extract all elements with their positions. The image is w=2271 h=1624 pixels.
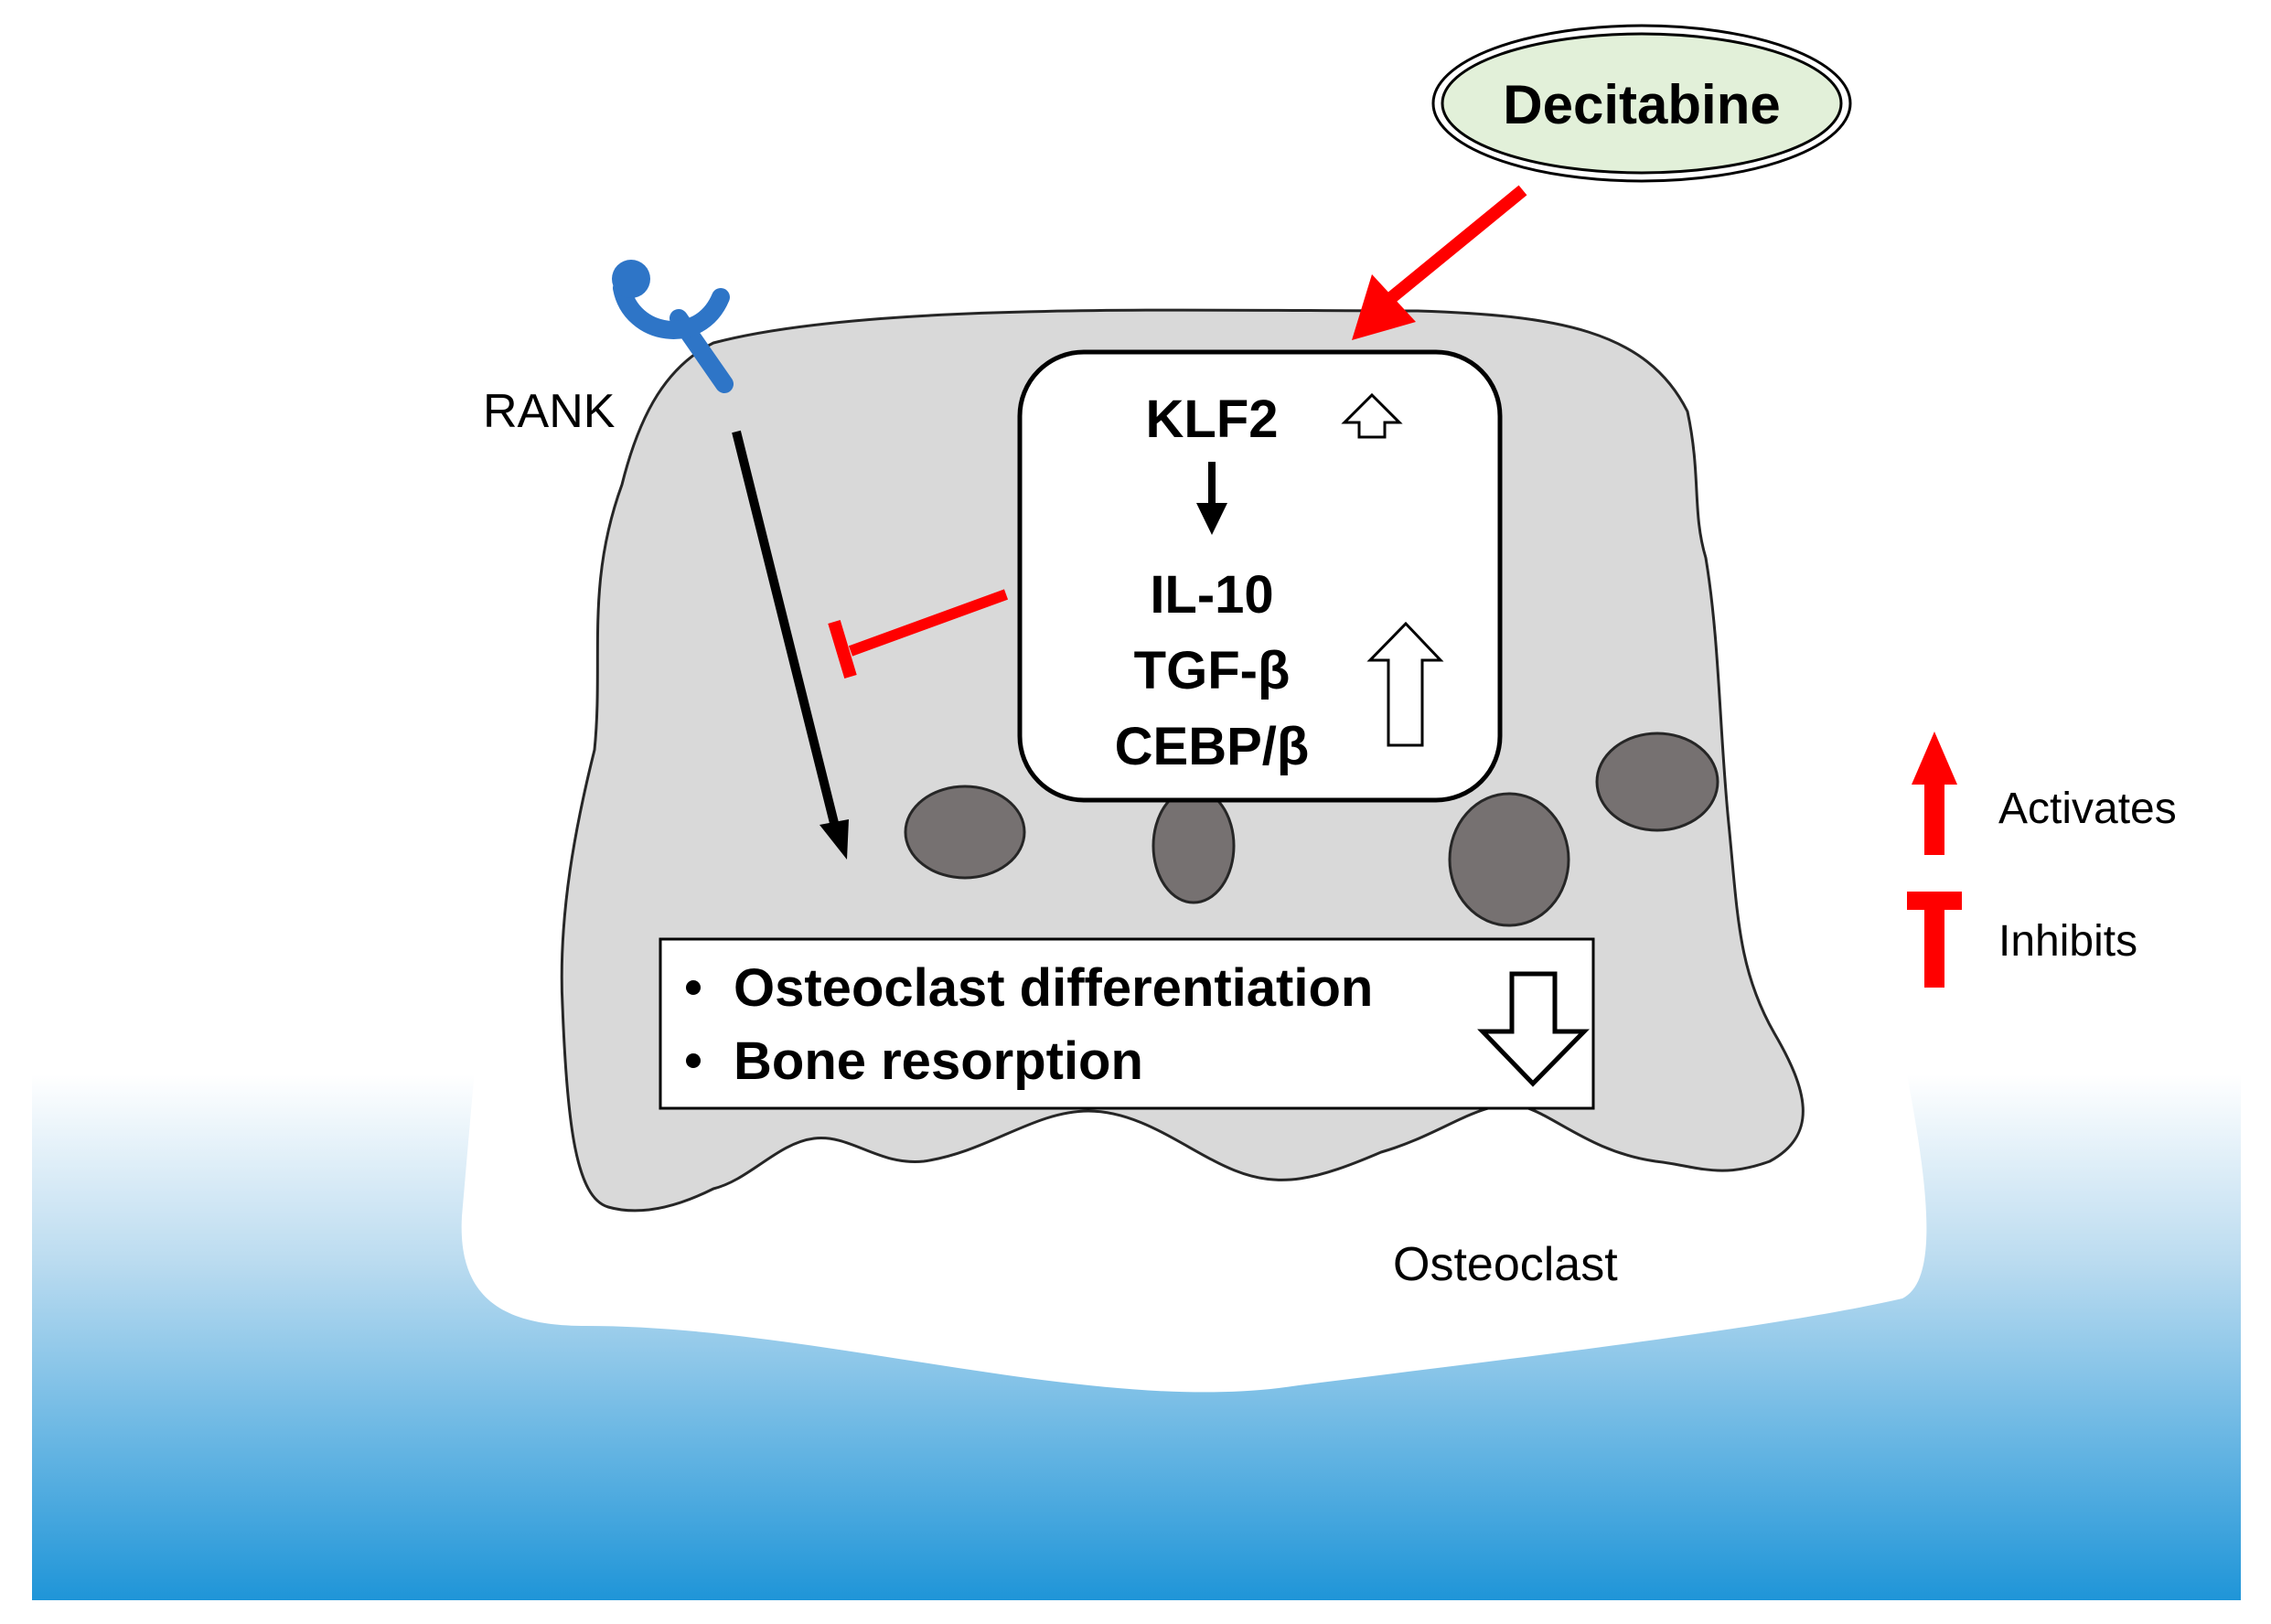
- decitabine-activation-arrow: [1387, 185, 1527, 303]
- cytokine-inhibition-line: [848, 589, 1009, 657]
- decitabine-activation-arrowhead: [1352, 274, 1416, 340]
- bullet: [686, 1053, 701, 1068]
- osteoclast-label: Osteoclast: [1393, 1238, 1618, 1291]
- nucleus: [1595, 732, 1719, 832]
- pathway-box: [1017, 349, 1503, 803]
- cytokine-inhibition-bar: [828, 619, 857, 679]
- cytokine-label: IL-10: [1150, 565, 1273, 625]
- decitabine-label: Decitabine: [1503, 74, 1780, 135]
- rank-signal-arrowhead: [819, 819, 849, 860]
- outcome-item: Osteoclast differentiation: [734, 958, 1373, 1018]
- cytokine-label: CEBP/β: [1115, 717, 1310, 776]
- legend-activates-arrowhead: [1912, 732, 1957, 785]
- outcome-item: Bone resorption: [734, 1031, 1143, 1091]
- nucleus: [1448, 792, 1570, 927]
- decitabine-node-inner: [1441, 32, 1843, 175]
- cytokine-label: TGF-β: [1134, 641, 1291, 700]
- cytokines-increase-arrow-icon: [1366, 621, 1444, 747]
- legend-inhibits-label: Inhibits: [1998, 917, 2137, 966]
- outcomes-decrease-arrow-icon: [1477, 971, 1590, 1087]
- klf2-to-cytokines-arrowhead: [1196, 503, 1227, 535]
- rank-signal-arrow: [732, 430, 839, 825]
- klf2-label: KLF2: [1146, 390, 1279, 449]
- legend: Activates Inhibits: [1907, 732, 2177, 988]
- bullet: [686, 980, 701, 995]
- legend-activates-label: Activates: [1998, 785, 2177, 833]
- nucleus: [1152, 787, 1236, 904]
- rank-receptor-icon: [612, 260, 734, 393]
- decitabine-node: [1431, 24, 1852, 183]
- nucleus: [904, 785, 1026, 880]
- klf2-increase-arrow-icon: [1341, 392, 1403, 439]
- outcomes-box: [659, 937, 1595, 1110]
- rank-label: RANK: [483, 385, 616, 438]
